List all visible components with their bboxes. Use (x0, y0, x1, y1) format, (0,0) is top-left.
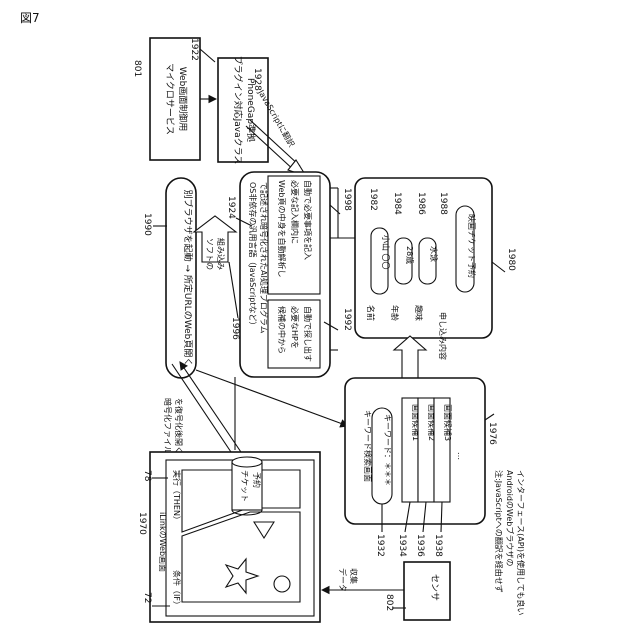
micro-service-line2: マイクロサービス (164, 63, 175, 135)
figure-label: 図7 (20, 11, 40, 25)
leader-1980 (492, 262, 505, 272)
form-hobby-value: 水泳 (429, 246, 439, 262)
ref-1928: 1928 (252, 68, 262, 91)
ref-1922: 1922 (189, 38, 199, 61)
ticket-line2: 予約 (252, 472, 262, 488)
os-program-title1: OS非依存の汎用言語（JavaScriptなど） (248, 182, 258, 329)
footnote-line3: インターフェース(API)を使用しても良い (516, 470, 526, 615)
form-name-label: 名前 (366, 305, 376, 321)
keyword-input-text: キーワード：＊＊＊ (383, 414, 392, 486)
leader-1922 (200, 49, 215, 62)
os-right-line1: Web頁の中身を自動解析し (277, 180, 287, 277)
ticket-cylinder-top (232, 457, 262, 467)
candidate-more: … (456, 452, 465, 460)
ref-1924: 1924 (226, 196, 236, 219)
ref-1996: 1996 (230, 317, 240, 340)
ref-1992: 1992 (342, 308, 352, 331)
ref-1938: 1938 (433, 534, 443, 557)
ref-801: 801 (132, 60, 142, 77)
candidate-3-label: 画面候補3 (443, 404, 453, 441)
ref-802: 802 (384, 594, 394, 611)
decrypt-note-line2: を復号化後開く (174, 398, 184, 454)
os-right-line2: 必要な記入欄内に (290, 180, 300, 244)
os-right-line3: 自動で必要事項を記入 (303, 180, 313, 260)
sensor-box (404, 562, 450, 620)
sensor-label: センサ (429, 574, 440, 601)
data-collect-line2: 収集 (349, 568, 359, 584)
footnote-line1: 注:JavaScriptへの翻訳を経由せず (494, 470, 504, 593)
ref-1976: 1976 (487, 422, 497, 445)
form-age-label: 年齢 (390, 305, 400, 321)
arrow-bar-to-keyword (196, 370, 348, 426)
form-name-value: 小山 〇〇 (381, 235, 391, 270)
form-age-value: 28歳 (405, 246, 415, 264)
soft-embed-line1: ソフトの (205, 238, 214, 270)
os-left-line1: 候補の中から (277, 306, 287, 354)
soft-embed-line2: 組み込み (216, 238, 226, 270)
circle-icon (274, 576, 290, 592)
ref-1982: 1982 (368, 188, 378, 211)
ref-1932: 1932 (375, 534, 385, 557)
ref-1990: 1990 (142, 213, 152, 236)
ref-1934: 1934 (397, 534, 407, 557)
ticket-line1: チケット (240, 470, 249, 502)
form-content-value: 映画チケット予約 (467, 214, 477, 278)
ref-78: 78 (142, 470, 152, 482)
ref-1986: 1986 (416, 192, 426, 215)
ilink-screen-title: iLinkのWeb画面 (158, 512, 167, 572)
os-left-line3: 自動で探し出す (303, 306, 313, 362)
condition-label: 条件（IF） (172, 570, 182, 609)
ref-1936: 1936 (415, 534, 425, 557)
ref-1998: 1998 (342, 188, 352, 211)
form-hobby-label: 趣味 (414, 305, 424, 321)
footnote-line2: AndroidのWebブラウザの (505, 470, 515, 566)
ref-1980: 1980 (506, 248, 516, 271)
form-content-label: 申し込み内容 (438, 312, 448, 360)
decrypt-note-line1: 暗号化ファイル (163, 398, 173, 454)
ref-1970: 1970 (137, 512, 147, 535)
ref-72: 72 (142, 592, 152, 603)
execute-label: 実行（THEN） (172, 470, 182, 524)
soft-embed-arrow (194, 216, 236, 262)
os-left-line2: 必要なHPを (290, 306, 300, 349)
ref-1984: 1984 (392, 192, 402, 215)
ref-1988: 1988 (438, 192, 448, 215)
fat-arrow-to-form (394, 336, 426, 380)
browser-launch-label: 別ブラウザを起動 → 所定URLのWeb頁開く (182, 190, 194, 367)
leader-1976 (485, 414, 494, 420)
phonegap-line2: プラグイン対応Javaクラス (232, 56, 244, 165)
leader-1996 (229, 262, 238, 318)
micro-service-line1: Web画面制御用 (177, 67, 189, 132)
data-collect-line1: データ (338, 568, 348, 592)
